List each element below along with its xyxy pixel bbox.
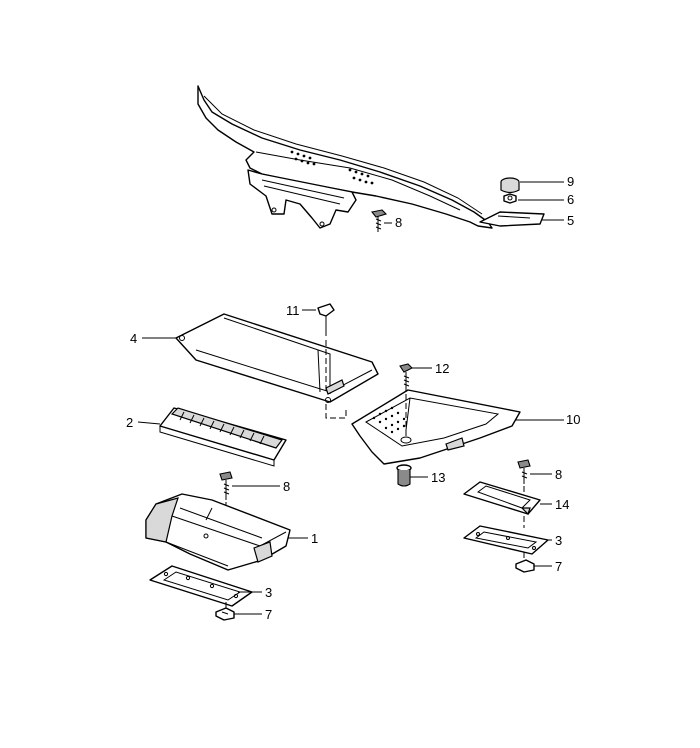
callout-8-left: 8 [283,479,290,494]
callout-11: 11 [286,303,300,318]
callout-7-left: 7 [265,607,272,622]
callout-3-left: 3 [265,585,272,600]
callout-14: 14 [555,497,569,512]
clip-7-left [215,607,235,621]
cowl-panel [197,85,545,229]
filter-element-2 [159,407,287,467]
callout-1: 1 [311,531,318,546]
callout-8-right: 8 [555,467,562,482]
cowl-vent-perforations [290,150,374,185]
knob-11 [317,303,335,336]
callout-9: 9 [567,174,574,189]
callout-10: 10 [566,412,580,427]
bolt-8-left [219,471,233,500]
callout-3-right: 3 [555,533,562,548]
nut-6 [503,193,517,204]
callout-13: 13 [431,470,445,485]
rubber-buffer-9 [500,177,520,194]
bolt-12 [399,363,413,392]
cover-lid-4 [175,313,379,403]
callout-6: 6 [567,192,574,207]
housing-1 [145,493,291,571]
callout-4: 4 [130,331,137,346]
bolt-8-top [371,209,388,232]
floor-panel-10 [351,389,521,465]
bolt-8-right [517,459,531,484]
callout-12: 12 [435,361,449,376]
callout-5: 5 [567,213,574,228]
gasket-3-right [463,525,549,555]
clip-7-right [515,559,535,573]
callout-labels: 9 6 5 8 4 11 12 10 2 13 8 8 14 1 3 3 7 7 [126,174,580,622]
floor-panel-perforations [372,406,406,434]
leader-lines [137,181,564,615]
callout-8-top: 8 [395,215,402,230]
callout-7-right: 7 [555,559,562,574]
gasket-3-left [149,565,253,607]
callout-2: 2 [126,415,133,430]
plug-13 [396,464,412,487]
bracket-14 [463,481,541,516]
